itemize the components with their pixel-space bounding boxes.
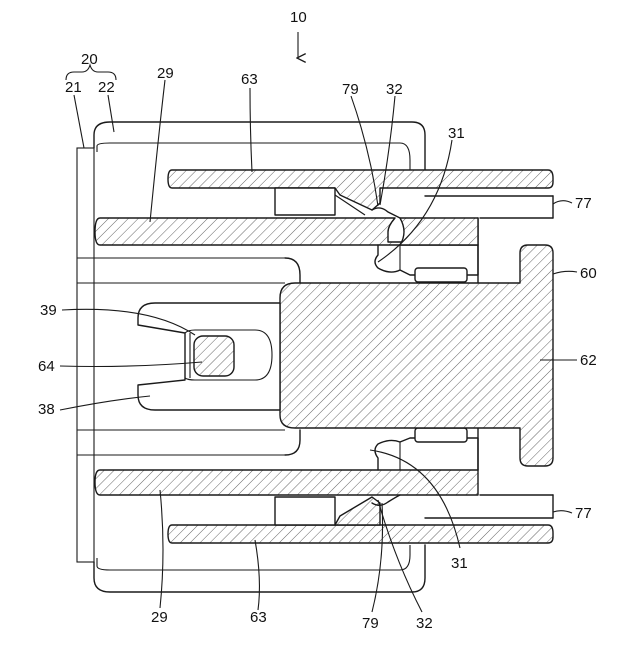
- label-10: 10: [290, 9, 307, 26]
- label-62: 62: [580, 352, 597, 369]
- label-29-top: 29: [157, 65, 174, 82]
- label-20: 20: [81, 51, 98, 68]
- label-32-top: 32: [386, 81, 403, 98]
- label-79-bottom: 79: [362, 615, 379, 632]
- label-79-top: 79: [342, 81, 359, 98]
- housing-top-edge: [94, 122, 425, 170]
- housing-flange-21: [77, 148, 94, 562]
- lance-63-top: [168, 170, 553, 215]
- label-77-bottom: 77: [575, 505, 592, 522]
- label-60: 60: [580, 265, 597, 282]
- label-63-bottom: 63: [250, 609, 267, 626]
- part-64: [194, 336, 234, 376]
- label-39: 39: [40, 302, 57, 319]
- label-77-top: 77: [575, 195, 592, 212]
- label-64: 64: [38, 358, 55, 375]
- label-38: 38: [38, 401, 55, 418]
- label-22: 22: [98, 79, 115, 96]
- lance-63-bottom: [168, 497, 553, 543]
- label-63-top: 63: [241, 71, 258, 88]
- label-32-bottom: 32: [416, 615, 433, 632]
- label-31-top: 31: [448, 125, 465, 142]
- label-31-bottom: 31: [451, 555, 468, 572]
- label-21: 21: [65, 79, 82, 96]
- label-29-bottom: 29: [151, 609, 168, 626]
